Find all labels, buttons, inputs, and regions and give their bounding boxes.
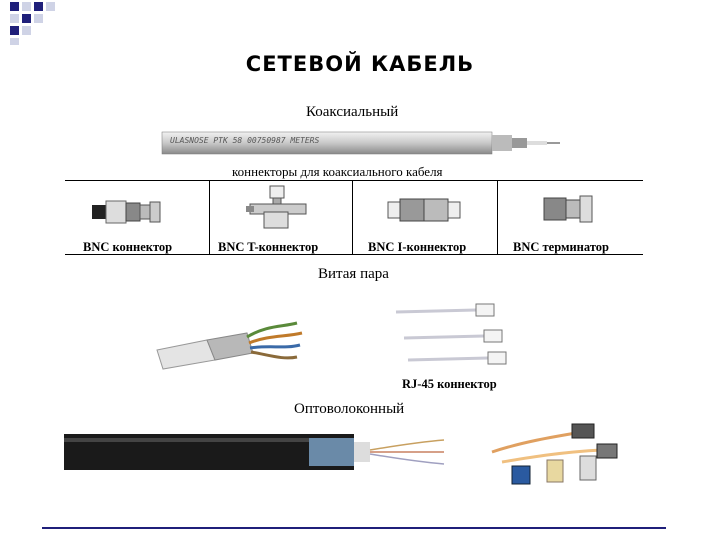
bnc-i-connector-label: BNC I-коннектор	[368, 240, 467, 254]
bnc-connector-image	[92, 200, 161, 224]
coax-cable-print: ULASNOSE PTK 58 00750987 METERS	[170, 136, 320, 145]
bnc-t-connector-image	[246, 185, 307, 229]
fiber-heading: Оптоволоконный	[294, 401, 405, 417]
connectors-table-bottom-line	[65, 254, 643, 255]
decorative-squares	[10, 2, 55, 45]
bnc-i-connector-image	[387, 198, 461, 222]
connectors-table-top-line	[65, 180, 643, 181]
twisted-pair-cable-image	[156, 321, 303, 370]
rj45-connector-label: RJ-45 коннектор	[402, 377, 497, 391]
bnc-terminator-image	[543, 195, 593, 223]
fiber-connectors-image	[491, 423, 618, 485]
connectors-table-divider-1	[209, 180, 210, 255]
bnc-connector-label: BNC коннектор	[83, 240, 173, 254]
coax-heading: Коаксиальный	[306, 104, 399, 120]
connectors-heading: коннекторы для коаксиального кабеля	[232, 164, 443, 179]
bottom-rule	[42, 527, 666, 529]
connectors-table-divider-2	[352, 180, 353, 255]
bnc-t-connector-label: BNC T-коннектор	[218, 240, 319, 254]
fiber-cable-image	[64, 434, 445, 470]
coax-cable-image	[161, 131, 560, 155]
connectors-table-divider-3	[497, 180, 498, 255]
twisted-pair-heading: Витая пара	[318, 266, 389, 282]
rj45-connectors-image	[395, 303, 507, 365]
slide-title: СЕТЕВОЙ КАБЕЛЬ	[245, 52, 475, 76]
bnc-terminator-label: BNC терминатор	[513, 240, 609, 254]
